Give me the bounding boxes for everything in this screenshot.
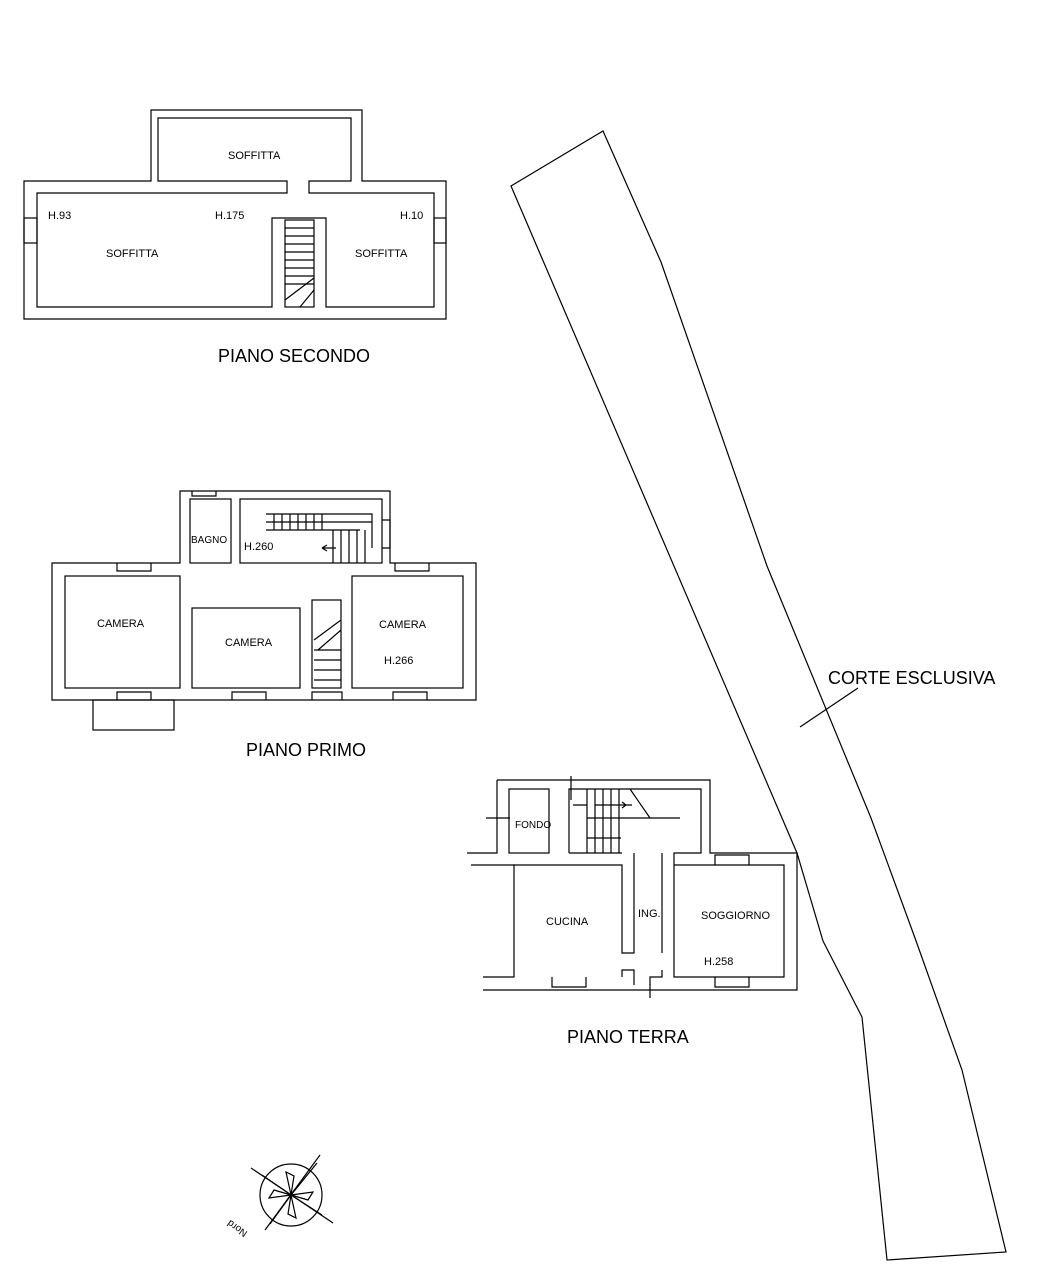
piano-primo-plan: BAGNO CAMERA CAMERA CAMERA H.260 H.266 P… bbox=[51, 490, 477, 760]
corte-esclusiva: CORTE ESCLUSIVA bbox=[510, 130, 1007, 1261]
floor-title: PIANO PRIMO bbox=[246, 740, 366, 760]
height-label: H.266 bbox=[384, 655, 413, 667]
staircase bbox=[284, 219, 315, 308]
room-label: CUCINA bbox=[546, 916, 589, 928]
balcony bbox=[92, 699, 175, 731]
room-label: SOFFITTA bbox=[355, 248, 408, 260]
window bbox=[23, 217, 38, 244]
room-label: ING. bbox=[638, 908, 661, 920]
height-label: H.258 bbox=[704, 956, 733, 968]
height-label: H.93 bbox=[48, 210, 71, 222]
height-label: H.10 bbox=[400, 210, 423, 222]
piano-secondo-plan: SOFFITTA SOFFITTA SOFFITTA H.93 H.175 H.… bbox=[23, 109, 447, 366]
room-label: SOFFITTA bbox=[228, 150, 281, 162]
room-label: BAGNO bbox=[191, 535, 227, 546]
height-label: H.260 bbox=[244, 541, 273, 553]
height-label: H.175 bbox=[215, 210, 244, 222]
floor-title: PIANO TERRA bbox=[567, 1027, 689, 1047]
room-label: CAMERA bbox=[379, 619, 427, 631]
compass-rose-icon: Nord bbox=[226, 1154, 334, 1239]
room-label: CAMERA bbox=[225, 637, 273, 649]
piano-terra-plan: FONDO CUCINA ING. SOGGIORNO H.258 PIANO … bbox=[467, 776, 798, 1047]
room-label: SOGGIORNO bbox=[701, 910, 771, 922]
window bbox=[433, 217, 447, 244]
room-label: SOFFITTA bbox=[106, 248, 159, 260]
floor-title: PIANO SECONDO bbox=[218, 346, 370, 366]
compass-north-label: Nord bbox=[226, 1217, 250, 1238]
room-label: FONDO bbox=[515, 820, 551, 831]
room-label: CAMERA bbox=[97, 618, 145, 630]
corte-label: CORTE ESCLUSIVA bbox=[828, 668, 995, 688]
